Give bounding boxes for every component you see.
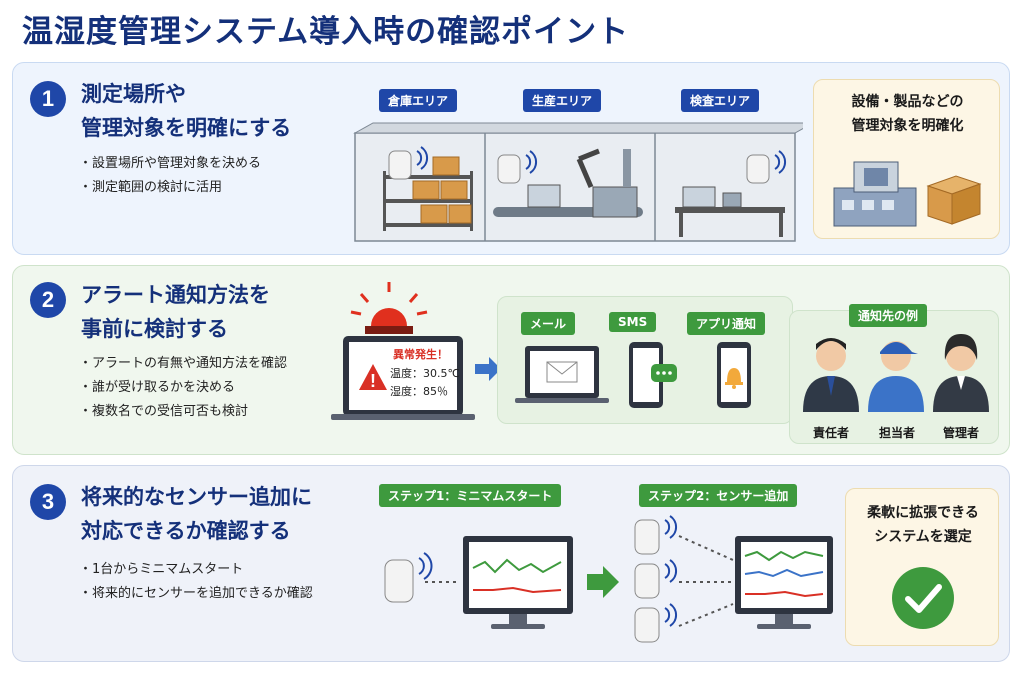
laptop-icon bbox=[331, 336, 475, 420]
heading-line-1: 将来的なセンサー追加に bbox=[81, 485, 312, 509]
administrator-person-icon bbox=[933, 334, 989, 412]
heading-line-1: 測定場所や bbox=[81, 82, 186, 106]
email-laptop-icon bbox=[515, 346, 609, 403]
area-label-warehouse: 倉庫エリア bbox=[379, 89, 458, 112]
channel-devices-illustration bbox=[515, 342, 751, 408]
recipient-label: 責任者 bbox=[812, 426, 849, 440]
monitor-icon bbox=[463, 536, 573, 629]
section-3-panel: 3 将来的なセンサー追加に 対応できるか確認する 1台からミニマムスタート 将来… bbox=[12, 465, 1010, 662]
sensor-icon bbox=[497, 150, 537, 184]
recipients-title: 通知先の例 bbox=[849, 304, 928, 327]
manager-person-icon bbox=[803, 338, 859, 412]
alert-title: 異常発生！ bbox=[393, 348, 448, 361]
channel-label-email: メール bbox=[521, 312, 576, 335]
heading-line-1: アラート通知方法を bbox=[81, 283, 270, 307]
production-line-icon bbox=[493, 148, 643, 218]
section-heading: 測定場所や 管理対象を明確にする bbox=[81, 77, 291, 145]
facility-illustration bbox=[353, 122, 803, 242]
factory-icon bbox=[833, 161, 917, 227]
bullet-item: 測定範囲の検討に活用 bbox=[79, 176, 261, 200]
app-notification-phone-icon bbox=[717, 342, 751, 408]
arrow-right-icon bbox=[475, 357, 501, 381]
checkmark-icon bbox=[892, 567, 954, 629]
product-box-icon bbox=[926, 175, 982, 225]
bullet-item: 誰が受け取るかを決める bbox=[79, 376, 287, 400]
area-label-inspection: 検査エリア bbox=[681, 89, 760, 112]
sensor-icon bbox=[634, 559, 677, 599]
bullet-item: 設置場所や管理対象を決める bbox=[79, 152, 261, 176]
section-heading: アラート通知方法を 事前に検討する bbox=[81, 278, 270, 346]
sensor-icon bbox=[388, 146, 428, 180]
sms-phone-icon bbox=[629, 342, 677, 408]
arrow-right-icon bbox=[587, 566, 619, 598]
equipment-and-product-icon bbox=[833, 161, 982, 227]
section-number: 3 bbox=[30, 484, 66, 520]
siren-icon bbox=[350, 282, 428, 334]
bullet-item: アラートの有無や通知方法を確認 bbox=[79, 352, 287, 376]
alert-temperature: 温度：30.5℃ bbox=[390, 367, 460, 380]
section-1-panel: 1 測定場所や 管理対象を明確にする 設置場所や管理対象を決める 測定範囲の検討… bbox=[12, 62, 1010, 255]
section-heading: 将来的なセンサー追加に 対応できるか確認する bbox=[81, 480, 312, 548]
recipient-label: 担当者 bbox=[878, 426, 915, 440]
warning-icon: ! bbox=[359, 364, 387, 391]
step-1-label: ステップ1：ミニマムスタート bbox=[379, 484, 562, 507]
bullet-list: アラートの有無や通知方法を確認 誰が受け取るかを決める 複数名での受信可否も検討 bbox=[79, 352, 287, 424]
target-clarification-card: 設備・製品などの 管理対象を明確化 bbox=[813, 79, 1000, 239]
recipient-label: 管理者 bbox=[942, 426, 979, 440]
bullet-list: 設置場所や管理対象を決める 測定範囲の検討に活用 bbox=[79, 152, 261, 200]
sensor-icon bbox=[634, 603, 677, 643]
card-text: 設備・製品などの 管理対象を明確化 bbox=[814, 90, 1001, 138]
sensor-icon bbox=[634, 515, 677, 555]
bullet-item: 複数名での受信可否も検討 bbox=[79, 400, 287, 424]
inspection-table-icon bbox=[675, 186, 785, 237]
sensor-expansion-illustration bbox=[384, 515, 833, 643]
section-number: 1 bbox=[30, 81, 66, 117]
sensor-icon bbox=[384, 552, 433, 603]
channel-label-app: アプリ通知 bbox=[687, 312, 766, 335]
card-line-2: 管理対象を明確化 bbox=[851, 118, 964, 134]
page-title: 温湿度管理システム導入時の確認ポイント bbox=[22, 14, 630, 50]
card-line-1: 柔軟に拡張できる bbox=[867, 505, 979, 521]
recipients-illustration bbox=[803, 334, 989, 412]
section-number: 2 bbox=[30, 282, 66, 318]
heading-line-2: 事前に検討する bbox=[81, 317, 228, 341]
section-2-panel: 2 アラート通知方法を 事前に検討する アラートの有無や通知方法を確認 誰が受け… bbox=[12, 265, 1010, 455]
svg-text:!: ! bbox=[370, 371, 376, 391]
bullet-item: 将来的にセンサーを追加できるか確認 bbox=[79, 582, 313, 606]
heading-line-2: 管理対象を明確にする bbox=[81, 116, 292, 140]
monitor-icon bbox=[735, 536, 833, 629]
channel-label-sms: SMS bbox=[609, 312, 657, 332]
staff-person-icon bbox=[868, 341, 924, 412]
bullet-item: 1台からミニマムスタート bbox=[79, 558, 313, 582]
card-text: 柔軟に拡張できる システムを選定 bbox=[846, 501, 1000, 549]
bullet-list: 1台からミニマムスタート 将来的にセンサーを追加できるか確認 bbox=[79, 558, 313, 606]
step-2-label: ステップ2：センサー追加 bbox=[639, 484, 798, 507]
scalable-system-card: 柔軟に拡張できる システムを選定 bbox=[845, 488, 999, 646]
sensor-icon bbox=[746, 150, 786, 184]
card-line-2: システムを選定 bbox=[874, 529, 972, 545]
heading-line-2: 対応できるか確認する bbox=[81, 519, 291, 543]
area-label-production: 生産エリア bbox=[523, 89, 602, 112]
card-line-1: 設備・製品などの bbox=[851, 94, 964, 110]
alert-laptop-illustration: ! bbox=[331, 282, 475, 420]
warehouse-shelf-icon bbox=[383, 156, 473, 231]
alert-humidity: 湿度：85％ bbox=[390, 385, 448, 398]
